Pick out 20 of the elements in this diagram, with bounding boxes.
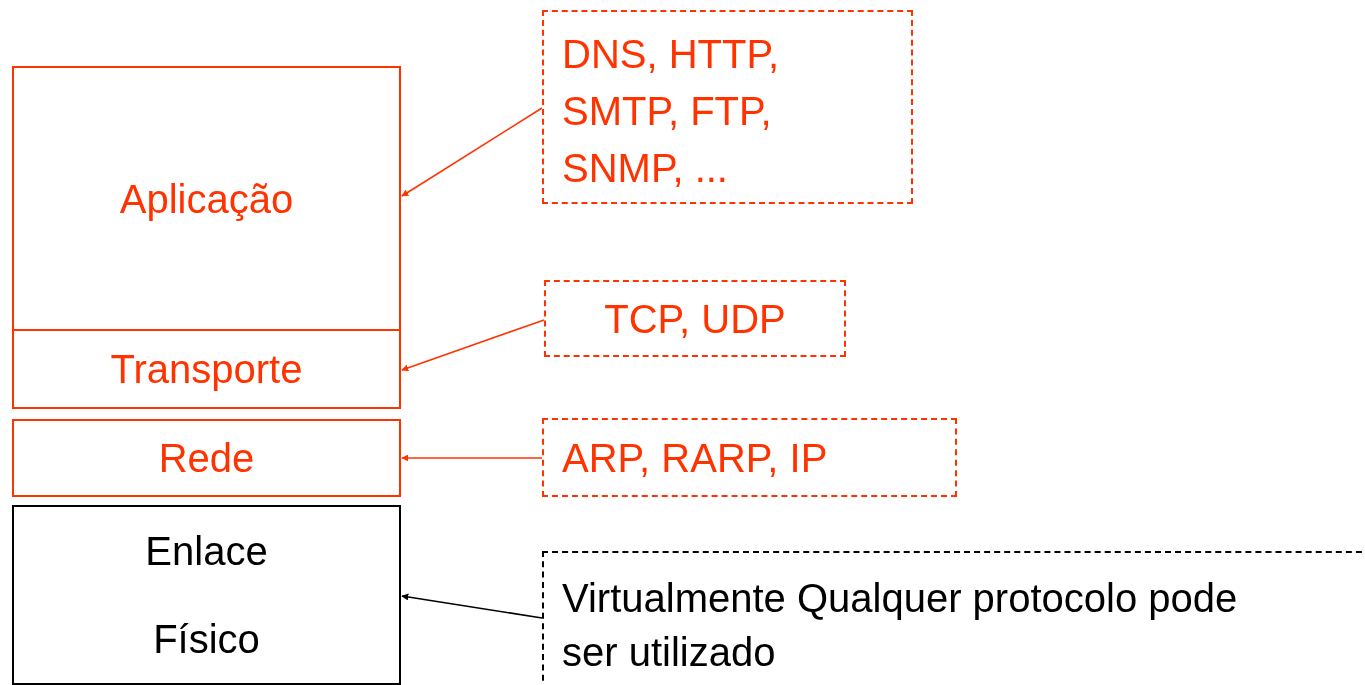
protocol-box — [542, 418, 957, 497]
node-label: ARP, RARP, IP — [562, 434, 828, 482]
arrow — [401, 319, 545, 372]
node-label: DNS, HTTP, SMTP, FTP, SNMP, ... — [562, 31, 781, 192]
node-label: Transporte — [110, 346, 303, 393]
layer-box — [12, 419, 401, 497]
layer-box — [12, 329, 401, 409]
protocol-box — [544, 280, 846, 357]
node-label: Rede — [158, 435, 255, 482]
node-label: Enlace — [145, 528, 268, 575]
arrow — [401, 107, 543, 197]
arrow — [401, 593, 543, 619]
node-label: Virtualmente Qualquer protocolo pode ser utilizado — [562, 575, 1239, 676]
arrow — [401, 454, 543, 462]
node-label: TCP, UDP — [604, 295, 786, 343]
layer-box — [12, 66, 401, 331]
protocol-box — [542, 10, 913, 204]
layer-box — [12, 505, 401, 685]
node-label: Aplicação — [119, 175, 294, 223]
node-label: Físico — [153, 616, 260, 663]
